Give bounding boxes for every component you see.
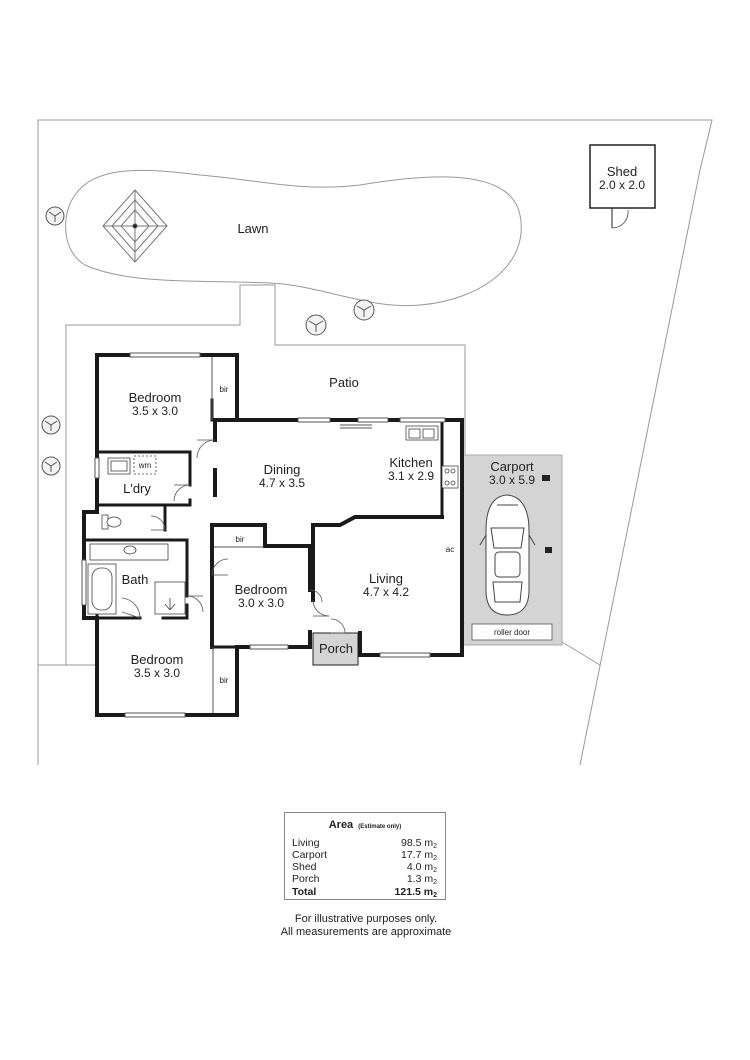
area-value: 1.3 [406,873,422,885]
area-unit: m [424,837,434,849]
dining-label: Dining [264,462,301,477]
wm-label: wm [138,461,152,470]
area-total-name: Total [292,886,317,898]
patio-label: Patio [329,375,359,390]
tree-icon [305,314,327,336]
porch-label: Porch [319,641,353,656]
tree-icon [353,299,375,321]
area-unit: m [424,849,434,861]
living-size: 4.7 x 4.2 [363,585,409,599]
sliding-door [340,424,372,429]
lawn-label: Lawn [237,221,268,236]
bir-label-top: bir [220,385,229,394]
carport-label: Carport [490,459,534,474]
area-row-total: Total 121.5 m2 [292,886,437,899]
shed-label: Shed [607,164,637,179]
dining-size: 4.7 x 3.5 [259,476,305,490]
kitchen-size: 3.1 x 2.9 [388,469,434,483]
tree-icon [41,415,61,435]
area-note: (Estimate only) [358,824,402,830]
area-row-carport: Carport 17.7 m2 [292,849,437,862]
area-row-shed: Shed 4.0 m2 [292,861,437,874]
area-total-value: 121.5 m2 [395,886,437,902]
bedroom-mid-label: Bedroom [235,582,288,597]
area-row-porch: Porch 1.3 m2 [292,873,437,886]
area-value: 121.5 [394,886,421,898]
roller-door-label: roller door [494,628,530,637]
bedroom-top-label: Bedroom [129,390,182,405]
kitchen-label: Kitchen [389,455,432,470]
area-unit-sub: 2 [433,867,437,874]
living-label: Living [369,571,403,586]
bedroom-mid-size: 3.0 x 3.0 [238,596,284,610]
area-unit-sub: 2 [433,843,437,850]
lawn-outline [65,169,522,307]
carport-size: 3.0 x 5.9 [489,473,535,487]
disclaimer-line-2: All measurements are approximate [280,926,452,938]
tree-icon [41,456,61,476]
disclaimer-line-1: For illustrative purposes only. [294,913,438,925]
area-title-text: Area [328,819,354,831]
tree-icon [45,206,65,226]
bir-label-mid: bir [236,535,245,544]
area-unit-sub: 2 [433,892,437,899]
area-unit-sub: 2 [433,879,437,886]
bedroom-bottom-label: Bedroom [131,652,184,667]
area-row-value: 98.5 m2 [401,837,437,853]
area-row-name: Porch [292,873,320,885]
area-row-value: 1.3 m2 [407,873,437,889]
shed-size: 2.0 x 2.0 [599,178,645,192]
area-unit: m [424,861,434,873]
bedroom-top-size: 3.5 x 3.0 [132,404,178,418]
windows [81,352,446,718]
area-row-living: Living 98.5 m2 [292,837,437,850]
area-value: 17.7 [400,849,422,861]
closets [211,357,264,713]
area-unit: m [424,873,434,885]
bedroom-bottom-size: 3.5 x 3.0 [134,666,180,680]
site-boundary [37,119,713,766]
area-table: Area (Estimate only) Living 98.5 m2 Carp… [284,812,446,900]
area-unit: m [423,886,434,898]
laundry-label: L'dry [123,481,151,496]
bath-label: Bath [122,572,149,587]
area-row-value: 17.7 m2 [401,849,437,865]
area-title: Area (Estimate only) [285,819,445,831]
gazebo-icon [102,189,168,263]
area-unit-sub: 2 [433,855,437,862]
fixtures [87,425,459,615]
area-value: 98.5 [400,837,422,849]
area-row-name: Living [292,837,320,849]
area-value: 4.0 [406,861,422,873]
ac-label: ac [446,545,454,554]
door-swings [121,439,346,634]
bir-label-bottom: bir [220,676,229,685]
car-icon [479,494,536,616]
area-row-name: Shed [292,861,317,873]
shed [589,144,656,229]
area-row-name: Carport [292,849,328,861]
area-row-value: 4.0 m2 [407,861,437,877]
